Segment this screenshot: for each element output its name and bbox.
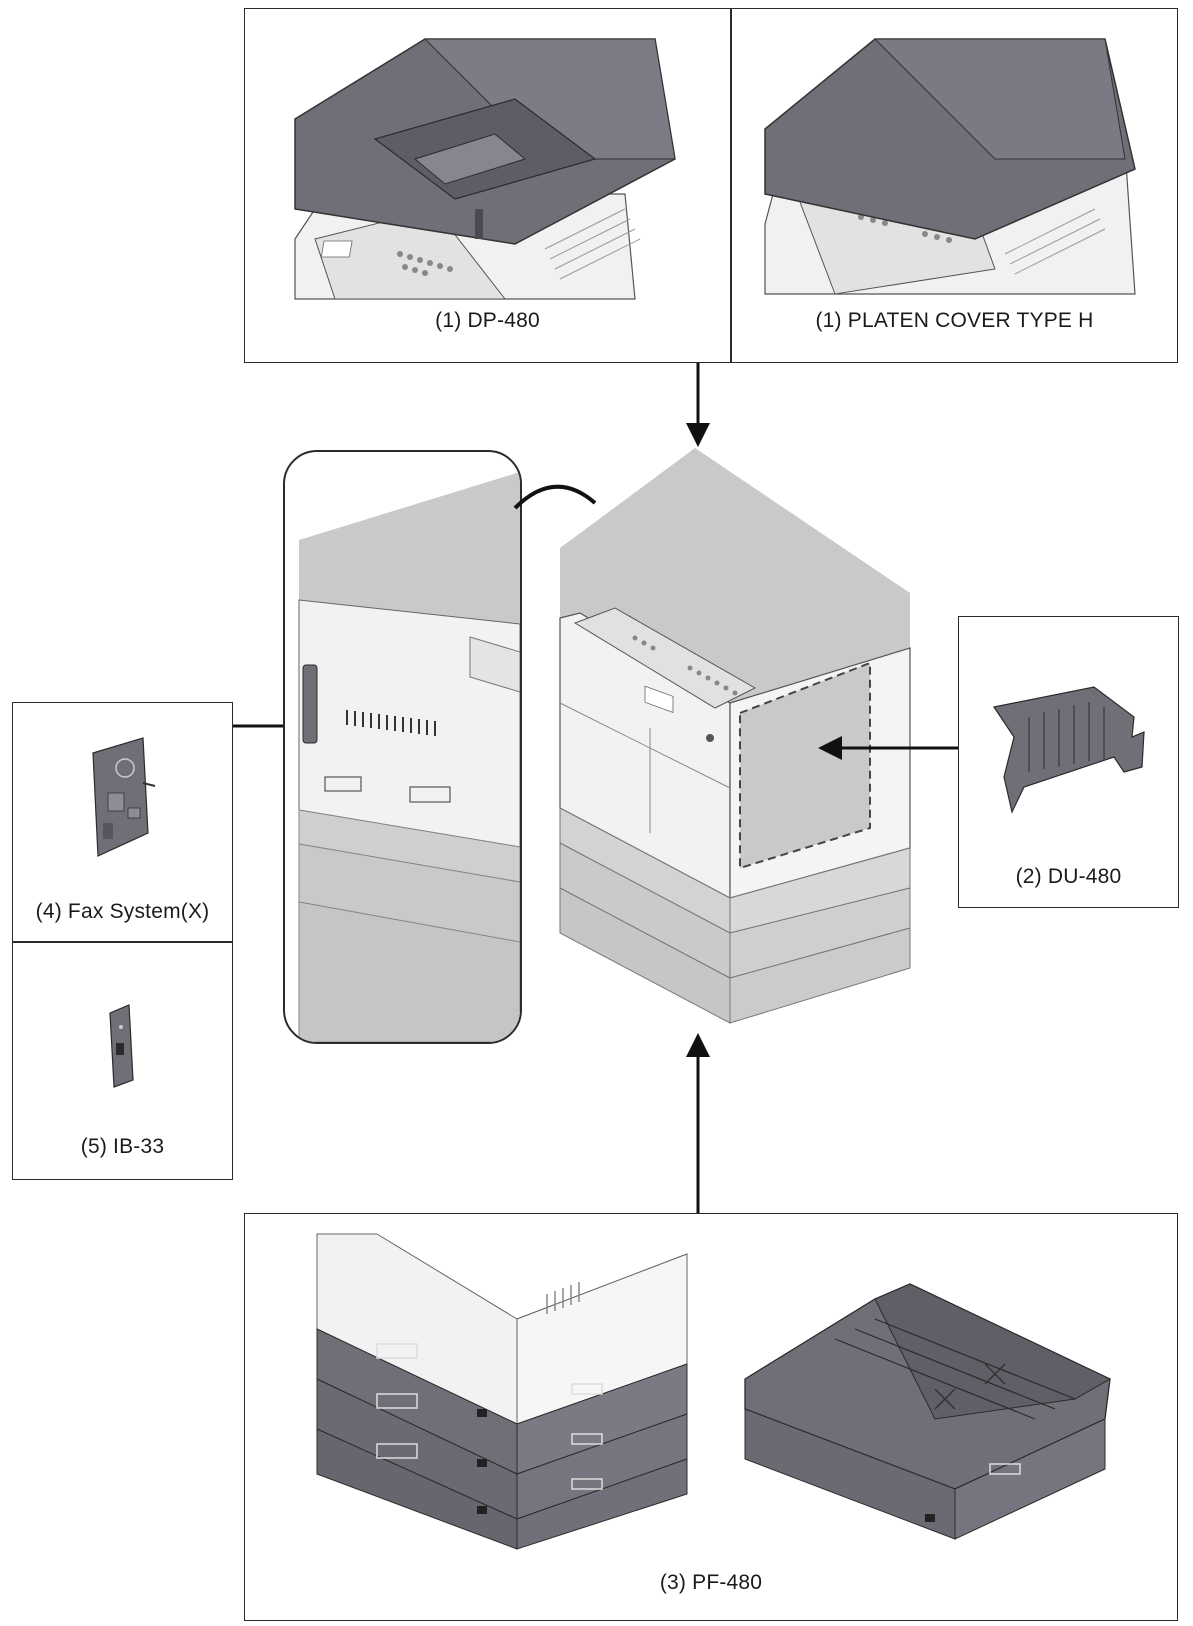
- left-options-panel: (4) Fax System(X) (5) IB-33: [12, 702, 233, 1180]
- ib33-board-illustration: [109, 1004, 134, 1088]
- dp480-illustration: [294, 38, 676, 300]
- platen-cover-label: (1) PLATEN COVER TYPE H: [815, 309, 1094, 332]
- left-panel-divider: [13, 941, 232, 943]
- pf480-stacked-illustration: [316, 1233, 688, 1550]
- main-machine-illustration: [559, 448, 911, 1024]
- arrow-down-icon: [686, 363, 710, 447]
- arrow-left-icon: [818, 736, 958, 760]
- pf480-label: (3) PF-480: [659, 1571, 763, 1594]
- fax-system-label: (4) Fax System(X): [35, 900, 210, 923]
- callout-connector-icon: [513, 484, 597, 510]
- pf480-panel: (3) PF-480: [244, 1213, 1178, 1621]
- arrow-up-icon: [686, 1033, 710, 1213]
- du480-label: (2) DU-480: [1015, 865, 1122, 888]
- dp480-label: (1) DP-480: [435, 309, 540, 332]
- ib33-label: (5) IB-33: [80, 1135, 165, 1158]
- platen-cover-illustration: [764, 38, 1136, 295]
- fax-board-illustration: [92, 737, 156, 857]
- pf480-unit-illustration: [744, 1283, 1112, 1540]
- rear-view-callout: [283, 450, 522, 1044]
- top-options-panel: (1) DP-480 (1) PLATEN COVER TYPE H: [244, 8, 1178, 363]
- du480-illustration: [993, 686, 1145, 814]
- top-panel-divider: [730, 9, 732, 362]
- du480-panel: (2) DU-480: [958, 616, 1179, 908]
- rear-view-illustration: [298, 472, 520, 1042]
